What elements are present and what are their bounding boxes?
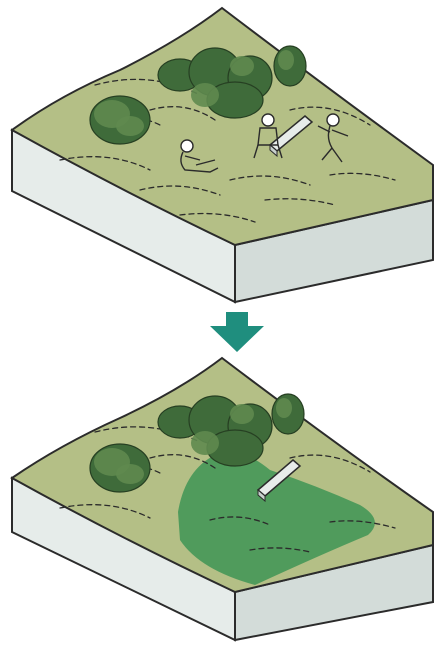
panel-before — [12, 8, 433, 302]
down-arrow-icon — [210, 312, 264, 352]
hedge-shrub — [90, 444, 150, 492]
panel-after — [12, 358, 433, 640]
hedge-shrub — [90, 96, 150, 144]
